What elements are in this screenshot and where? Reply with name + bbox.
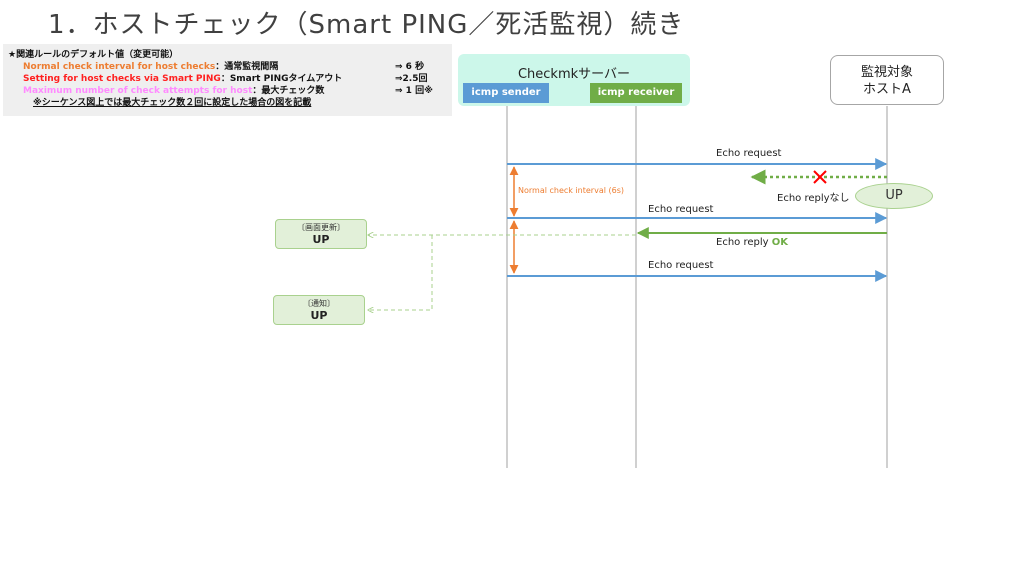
notify-connector	[368, 235, 433, 310]
interval-label: Normal check interval (6s)	[518, 186, 624, 195]
target-host-box: 監視対象 ホストA	[830, 55, 944, 105]
echo-reply-none-label: Echo replyなし	[777, 193, 850, 204]
rule-attempts-name: Maximum number of check attempts for hos…	[23, 86, 253, 96]
icmp-sender-chip: icmp sender	[463, 83, 549, 103]
echo-request-label-1: Echo request	[716, 148, 782, 159]
checkmk-server-box: Checkmkサーバー icmp sender icmp receiver	[458, 54, 690, 106]
rule-smartping-value: ⇒2.5回	[395, 74, 428, 84]
server-name: Checkmkサーバー	[517, 67, 631, 82]
target-line1: 監視対象	[860, 65, 913, 80]
screen-refresh-box: 〔画面更新〕 UP	[275, 219, 367, 249]
lost-x-icon	[813, 170, 827, 184]
page-title: 1．ホストチェック（Smart PING／死活監視）続き	[48, 10, 685, 40]
rule-attempts-value: ⇒ 1 回※	[395, 86, 433, 96]
echo-request-label-2: Echo request	[648, 204, 714, 215]
rule-interval-value: ⇒ 6 秒	[395, 62, 425, 72]
rules-note: ※シーケンス図上では最大チェック数２回に設定した場合の図を記載	[33, 98, 312, 108]
echo-request-label-3: Echo request	[648, 260, 714, 271]
notification-box: 〔通知〕 UP	[273, 295, 365, 325]
echo-reply-ok-text: OK	[771, 237, 788, 248]
up-status-oval: UP	[855, 183, 933, 209]
screen-refresh-status: UP	[312, 233, 330, 246]
rule-smartping-name: Setting for host checks via Smart PING	[23, 74, 221, 84]
rule-attempts: Maximum number of check attempts for hos…	[23, 83, 324, 96]
rule-smartping: Setting for host checks via Smart PING：S…	[23, 71, 342, 84]
notification-status: UP	[310, 309, 328, 322]
notification-label: 〔通知〕	[303, 299, 335, 308]
rule-interval: Normal check interval for host checks：通常…	[23, 59, 278, 72]
rule-interval-name: Normal check interval for host checks	[23, 62, 216, 72]
echo-reply-ok-prefix: Echo reply	[716, 237, 772, 248]
echo-reply-ok-label: Echo reply OK	[716, 237, 788, 248]
rule-smartping-desc: ：Smart PINGタイムアウト	[220, 74, 343, 84]
rule-interval-desc: ：通常監視間隔	[215, 62, 279, 72]
rules-header: ★関連ルールのデフォルト値（変更可能）	[8, 50, 179, 60]
icmp-receiver-chip: icmp receiver	[590, 83, 682, 103]
default-rules-panel: ★関連ルールのデフォルト値（変更可能） Normal check interva…	[3, 44, 452, 116]
target-line2: ホストA	[863, 82, 911, 97]
screen-refresh-label: 〔画面更新〕	[297, 223, 345, 232]
rule-attempts-desc: ：最大チェック数	[252, 86, 325, 96]
